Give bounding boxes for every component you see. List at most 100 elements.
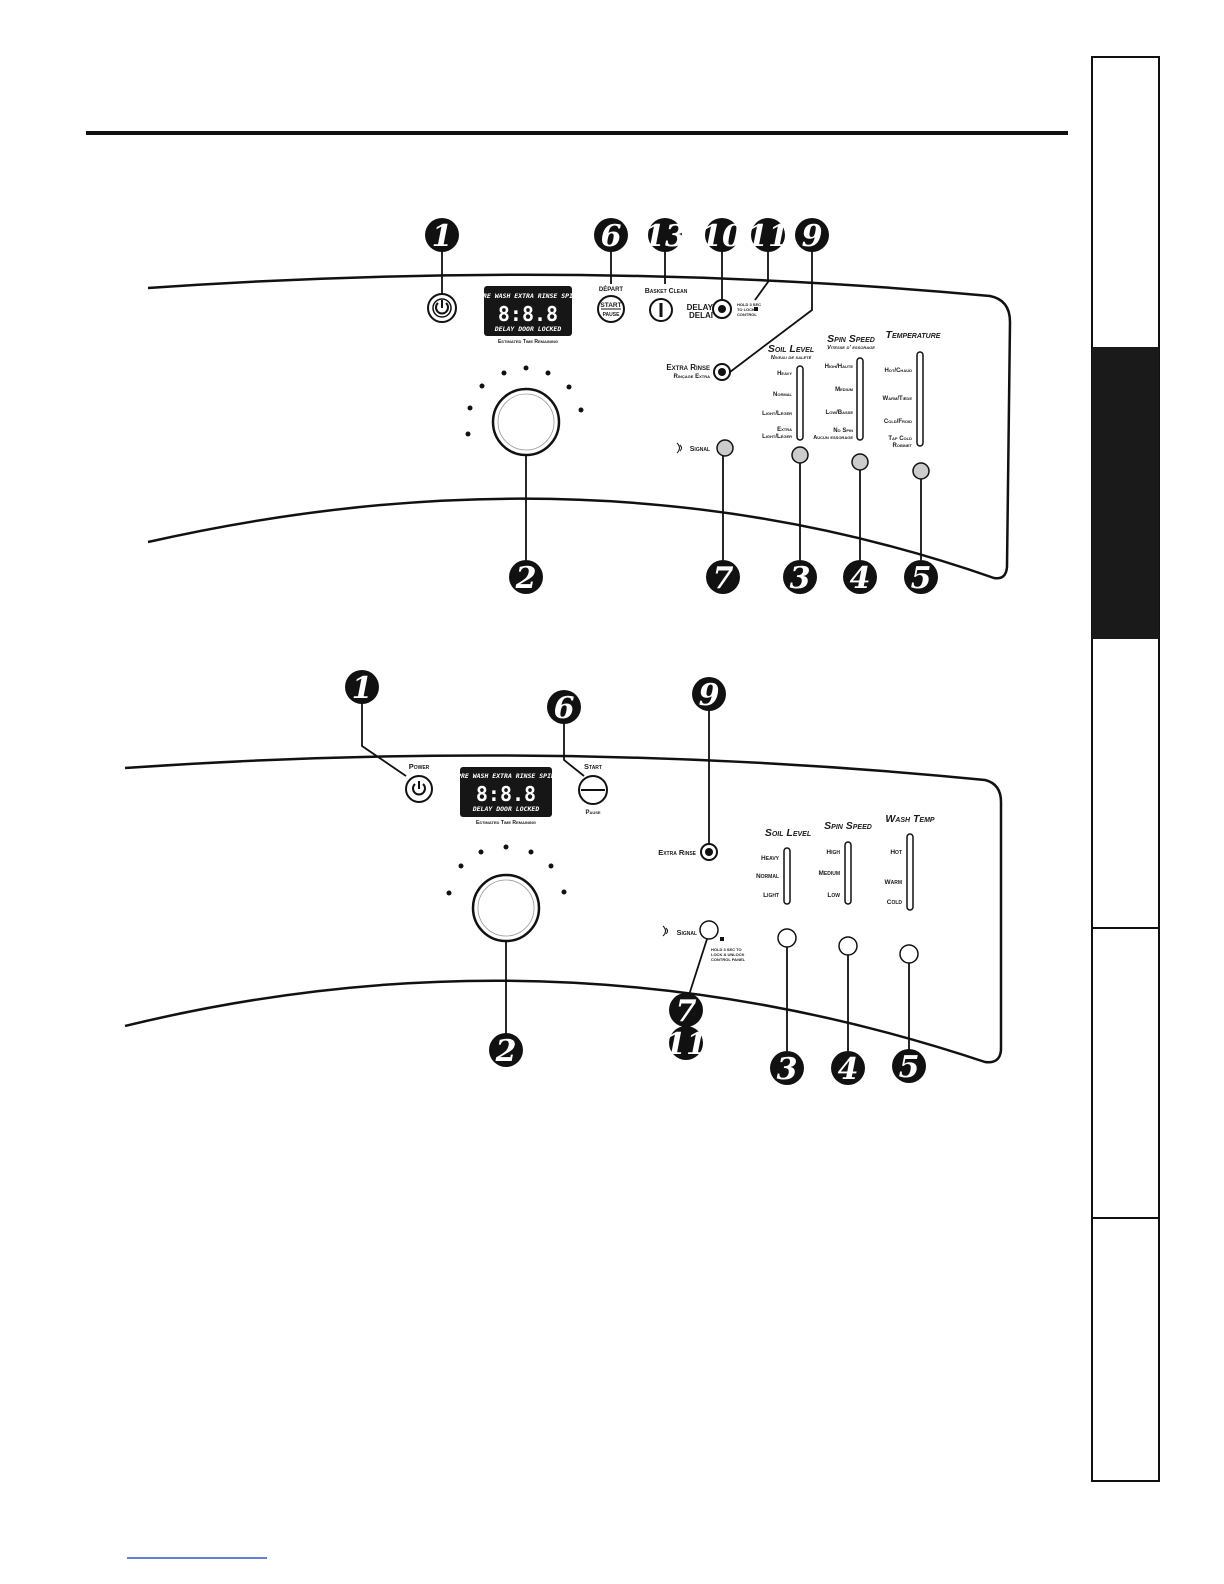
basket-clean-button[interactable]	[649, 298, 673, 322]
power-icon	[412, 781, 426, 796]
callout-badge: 13	[644, 218, 686, 254]
soil-option: Extra	[777, 427, 792, 433]
control-panel-top: PRE WASH EXTRA RINSE SPIN 8:8.8 DELAY DO…	[147, 218, 1012, 596]
power-icon	[435, 300, 449, 315]
spin-speed-title: Spin Speed	[824, 820, 872, 832]
display-bottom-text: DELAY DOOR LOCKED	[494, 325, 562, 333]
display-top-text: PRE WASH EXTRA RINSE SPIN	[479, 292, 577, 300]
svg-text:5: 5	[899, 1050, 920, 1085]
extra-rinse-button[interactable]	[700, 843, 718, 861]
callout-badge: 4	[843, 560, 877, 596]
svg-text:9: 9	[802, 219, 823, 254]
extra-rinse-label: Extra Rinse	[666, 363, 710, 372]
callout-badge: 9	[795, 218, 829, 254]
svg-text:11: 11	[747, 219, 789, 254]
temp-option: Hot/Chaud	[885, 368, 913, 374]
rincage-extra-label: Rinçage Extra	[674, 374, 711, 380]
start-label: Start	[584, 762, 602, 771]
signal-button[interactable]	[716, 439, 734, 457]
callout-badge: 1	[345, 670, 379, 706]
callout-badge: 9	[692, 677, 726, 713]
svg-text:2: 2	[495, 1034, 517, 1069]
temperature-indicator-bar	[916, 351, 924, 447]
spin-option: Medium	[818, 870, 840, 877]
spin-speed-button[interactable]	[851, 453, 869, 471]
extra-rinse-label: Extra Rinse	[658, 848, 696, 857]
dial-position-dots	[465, 365, 584, 437]
delay-label: DELAY	[687, 303, 714, 312]
soil-option: Light/Léger	[762, 411, 792, 417]
temp-option: Warm	[884, 879, 902, 886]
svg-text:11: 11	[665, 1027, 707, 1062]
power-button[interactable]	[405, 775, 433, 803]
callout-badge: 11	[747, 218, 789, 254]
display-digits: 8:8.8	[498, 302, 558, 326]
svg-text:3: 3	[777, 1052, 798, 1087]
soil-level-title: Soil Level	[768, 343, 814, 355]
soil-option: Heavy	[777, 371, 792, 377]
callout-badge: 1	[425, 218, 459, 254]
extra-rinse-button[interactable]	[713, 363, 731, 381]
soil-option: Light/Léger	[762, 434, 792, 440]
svg-text:3: 3	[790, 561, 811, 596]
callout-badge: 4	[831, 1051, 865, 1087]
display-caption: Estimated Time Remaining	[498, 339, 558, 345]
spin-option: Aucun essorage	[813, 435, 853, 441]
start-pause-button[interactable]	[578, 775, 608, 805]
temp-option: Cold/Froid	[884, 419, 912, 425]
callout-badge: 7	[669, 993, 703, 1029]
temp-option: Robinet	[893, 443, 913, 449]
spin-option: Medium	[835, 387, 854, 393]
pause-label: Pause	[585, 810, 600, 816]
power-label: Power	[409, 762, 430, 771]
spin-speed-button[interactable]	[838, 936, 858, 956]
cycle-dial[interactable]	[471, 873, 541, 943]
soil-option: Light	[763, 892, 779, 899]
status-display: PRE WASH EXTRA RINSE SPIN 8:8.8 DELAY DO…	[457, 767, 555, 826]
svg-text:6: 6	[601, 219, 622, 254]
display-top-text: PRE WASH EXTRA RINSE SPIN	[457, 772, 555, 780]
spin-speed-indicator-bar	[856, 357, 864, 441]
callout-badge: 6	[547, 690, 581, 726]
callout-badge: 5	[904, 560, 938, 596]
display-digits: 8:8.8	[476, 782, 536, 806]
delay-button[interactable]	[712, 299, 732, 319]
svg-text:6: 6	[554, 691, 575, 726]
wash-temp-indicator-bar	[906, 833, 914, 911]
soil-level-indicator-bar	[796, 365, 804, 441]
temp-option: Tap Cold	[888, 436, 912, 442]
spin-speed-indicator-bar	[844, 841, 852, 905]
callout-badge: 2	[509, 560, 543, 596]
soil-level-button[interactable]	[777, 928, 797, 948]
lock-icon	[754, 307, 758, 311]
spin-speed-title: Spin Speed	[827, 333, 875, 345]
spin-option: High	[826, 849, 840, 856]
lock-note-line: TO LOCK	[737, 307, 755, 312]
temperature-title: Temperature	[886, 329, 941, 341]
spin-option: No Spin	[833, 428, 853, 434]
soil-option: Heavy	[761, 855, 780, 862]
callout-badge: 3	[783, 560, 817, 596]
lock-note-line: CONTROL PANEL	[711, 957, 746, 962]
signal-button[interactable]	[699, 920, 719, 940]
callout-badge: 11	[665, 1026, 707, 1062]
temperature-button[interactable]	[912, 462, 930, 480]
temp-option: Warm/Tiède	[883, 396, 913, 402]
callout-badge: 2	[489, 1033, 523, 1069]
svg-text:9: 9	[699, 678, 720, 713]
lock-note-line: HOLD 3 SEC TO	[711, 947, 742, 952]
dial-position-dots	[446, 844, 567, 896]
soil-level-indicator-bar	[783, 847, 791, 905]
callout-leader-lines	[441, 250, 922, 560]
lock-note-line: CONTROL	[737, 312, 757, 317]
start-label: START	[600, 302, 621, 309]
signal-label: Signal	[690, 446, 710, 453]
signal-icon	[662, 925, 668, 937]
spin-option: Low/Basse	[826, 410, 854, 416]
power-button[interactable]	[427, 293, 457, 323]
start-pause-button[interactable]: START PAUSE	[597, 295, 625, 323]
wash-temp-button[interactable]	[899, 944, 919, 964]
start-above-label: DÉPART	[599, 285, 624, 293]
cycle-dial[interactable]	[491, 387, 561, 457]
soil-level-button[interactable]	[791, 446, 809, 464]
